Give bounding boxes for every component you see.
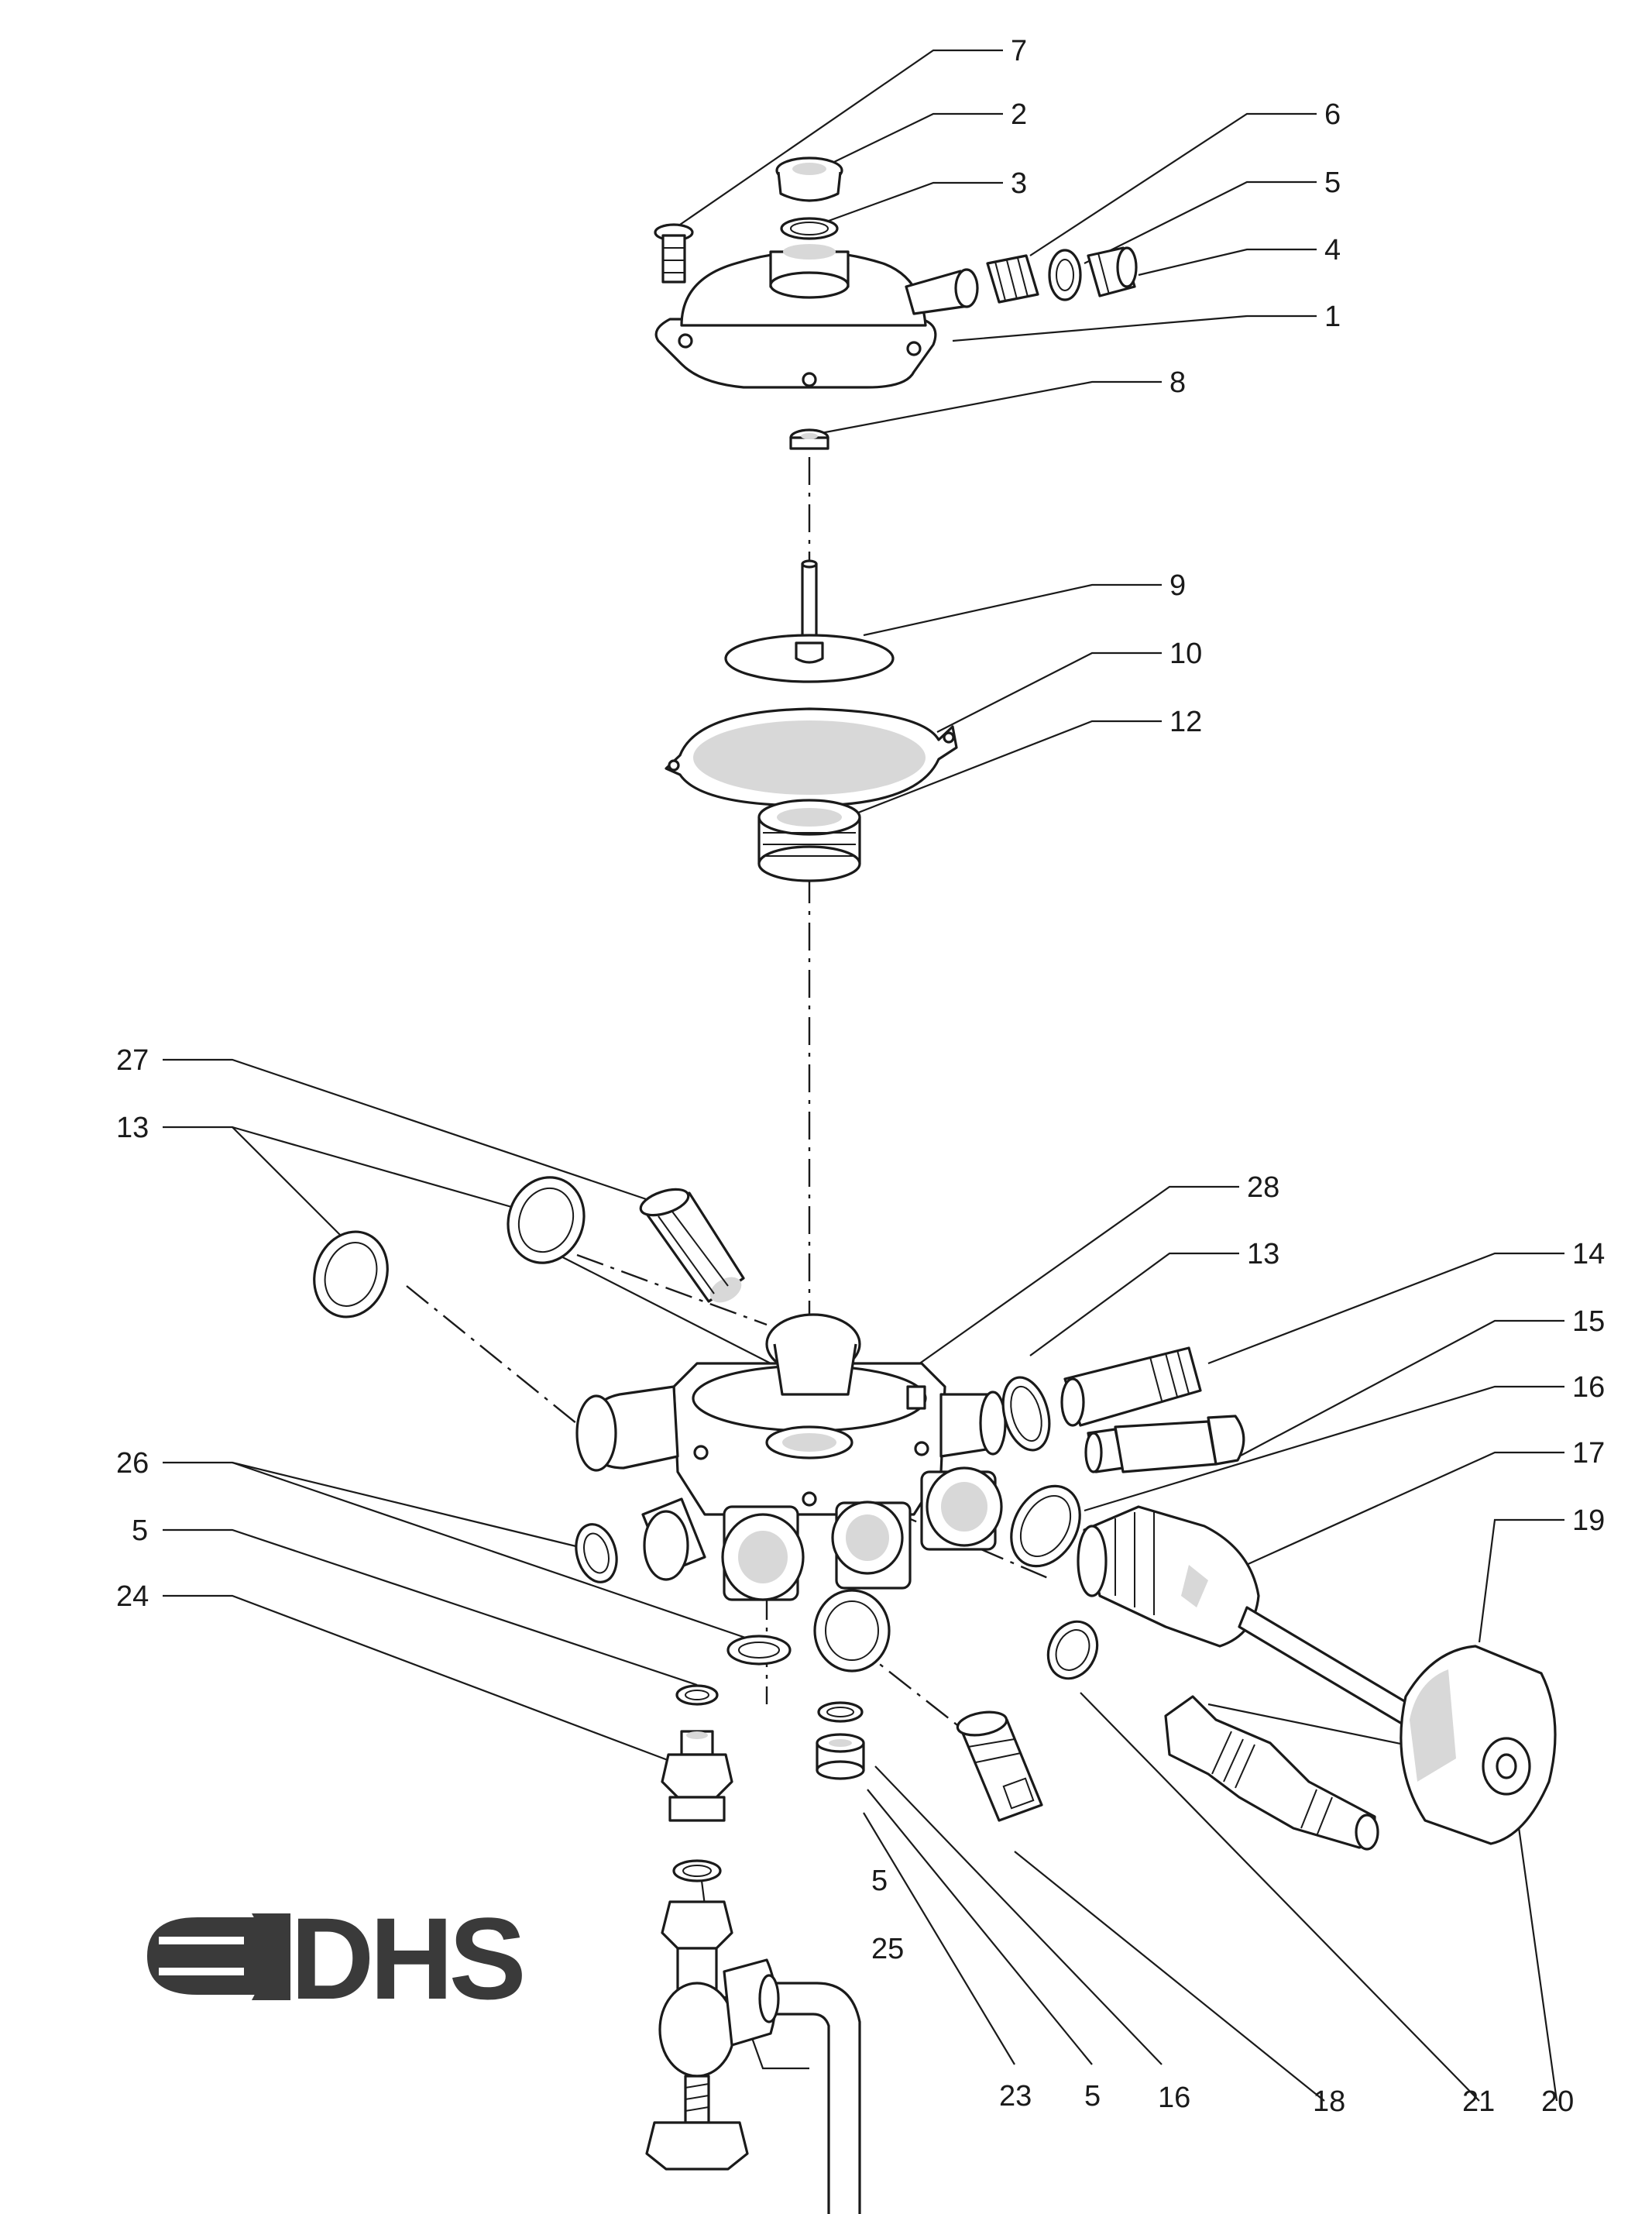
diaphragm-9 [724,559,895,683]
part-labels: 7 2 3 6 5 4 1 8 9 10 12 27 13 28 13 14 1… [116,35,1605,2118]
part-label-2: 2 [1011,98,1027,131]
part-label-25: 25 [871,1933,904,1965]
part-label-3: 3 [1011,167,1027,200]
part-label-16-right: 16 [1572,1371,1605,1404]
nipple-18 [956,1710,1043,1822]
part-label-28: 28 [1247,1171,1279,1204]
part-label-5-left: 5 [132,1514,148,1547]
valve-20 [1164,1695,1379,1851]
ring-21 [1046,1620,1099,1680]
part-label-5-bottom-row: 5 [1084,2080,1101,2113]
part-label-16-bottom: 16 [1158,2082,1190,2114]
valve-body [575,1313,1007,1601]
cover-1 [654,244,979,389]
nipple-6 [986,254,1039,304]
part-label-21: 21 [1462,2085,1495,2118]
part-label-15: 15 [1572,1305,1605,1338]
seal-5-upper-left [675,1684,719,1706]
drain-valve-25 [645,1900,861,2214]
washer-8 [789,428,829,450]
part-label-24: 24 [116,1580,149,1613]
seal-5-top [1048,249,1082,301]
nut-4 [1087,246,1138,297]
part-label-13-right: 13 [1247,1238,1279,1270]
ring-16-bottom [813,1589,891,1673]
part-label-23: 23 [999,2080,1032,2113]
rod-and-handle-19 [1238,1606,1557,1845]
oring-3 [780,217,839,240]
part-label-8: 8 [1169,366,1186,399]
part-label-9: 9 [1169,569,1186,602]
part-label-18: 18 [1313,2085,1345,2118]
ring-13-middle [507,1176,586,1264]
part-label-6: 6 [1324,98,1341,131]
part-label-19: 19 [1572,1504,1605,1537]
part-label-5-top: 5 [1324,167,1341,199]
nut-12 [757,799,861,882]
part-label-4: 4 [1324,234,1341,266]
part-label-1: 1 [1324,301,1341,333]
seal-5-bottom-center [817,1701,864,1723]
membrane-10 [665,707,958,807]
part-label-13-left: 13 [116,1112,149,1144]
plug-2 [775,156,843,202]
part-label-27: 27 [116,1044,149,1077]
logo-text: DHS [290,1893,523,2023]
valve-17 [1077,1505,1260,1648]
part-label-20: 20 [1541,2085,1574,2118]
ring-13-left [313,1230,389,1318]
fitting-24 [661,1730,733,1822]
dhs-logo: DHS [147,1893,527,2023]
plug-23 [816,1733,865,1780]
screw-7 [654,223,694,284]
ring-26-bottom [726,1635,792,1666]
part-label-7: 7 [1011,35,1027,67]
part-label-12: 12 [1169,706,1202,738]
ring-13-right [1001,1376,1051,1452]
part-label-10: 10 [1169,638,1202,670]
ring-16-right [1010,1484,1081,1568]
part-label-17: 17 [1572,1437,1605,1470]
seal-5-lower [672,1859,722,1882]
fitting-14 [1060,1346,1202,1427]
part-label-26: 26 [116,1447,149,1480]
part-label-14: 14 [1572,1238,1605,1270]
ring-26-left [575,1523,618,1583]
strainer-27 [639,1188,745,1303]
fitting-15 [1084,1415,1245,1473]
part-label-5-bottom: 5 [871,1865,888,1897]
